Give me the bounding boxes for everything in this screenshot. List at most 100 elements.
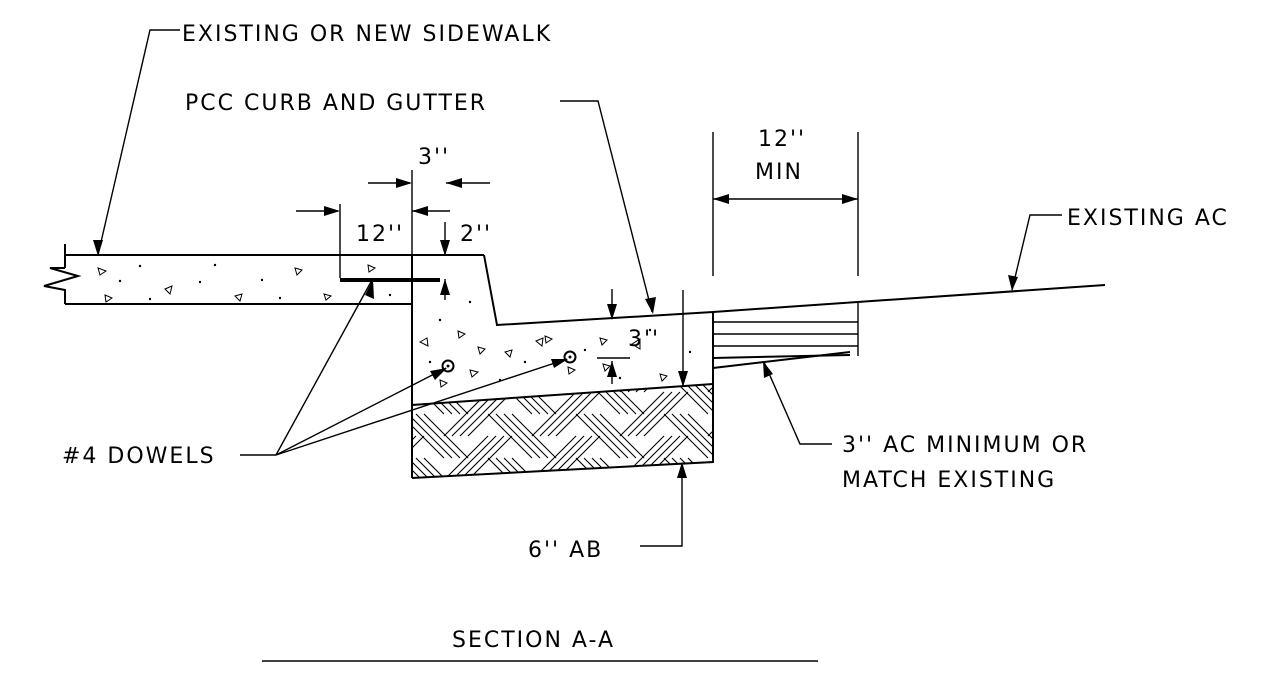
- base-hatch-line: [561, 435, 585, 459]
- base-hatch-line: [732, 458, 754, 480]
- base-hatch-line: [423, 413, 447, 437]
- base-hatch-line: [619, 457, 643, 478]
- base-hatch-line: [533, 435, 557, 459]
- base-hatch-line: [487, 413, 511, 437]
- base-hatch-line: [583, 384, 607, 393]
- base-hatch-line: [641, 435, 665, 459]
- base-hatch-line: [415, 413, 439, 437]
- base-hatch-line: [511, 413, 535, 437]
- base-hatch-line: [679, 384, 703, 393]
- base-hatch-line: [534, 480, 556, 502]
- base-hatch-line: [591, 413, 615, 437]
- base-hatch-line: [599, 457, 623, 478]
- base-hatch-line: [430, 480, 452, 502]
- base-hatch-line: [490, 480, 512, 502]
- base-hatch-line: [509, 435, 533, 459]
- base-hatch-line: [517, 435, 541, 459]
- base-hatch-line: [649, 391, 673, 415]
- base-hatch-line: [671, 413, 695, 437]
- base-hatch-line: [495, 413, 519, 437]
- base-hatch-line: [685, 435, 709, 459]
- existing-ac-label: EXISTING AC: [1067, 206, 1229, 231]
- base-hatch-line: [605, 435, 629, 459]
- base-hatch-line: [716, 370, 738, 392]
- section-title: SECTION A-A: [452, 628, 615, 653]
- sidewalk-slab: [43, 244, 484, 305]
- base-hatch-line: [663, 413, 687, 437]
- ac-minimum-label-line1: 3'' AC MINIMUM OR: [842, 433, 1088, 458]
- base-hatch-line: [577, 391, 601, 415]
- base-hatch-line: [570, 480, 592, 502]
- base-hatch-line: [553, 435, 577, 459]
- base-hatch-line: [649, 435, 673, 459]
- base-hatch-line: [569, 435, 593, 459]
- base-hatch-line: [482, 480, 504, 502]
- base-hatch-line: [605, 391, 629, 415]
- base-hatch-line: [481, 435, 505, 459]
- base-hatch-line: [412, 435, 417, 459]
- base-hatch-line: [459, 413, 483, 437]
- base-hatch-line: [613, 391, 637, 415]
- base-hatch-line: [687, 457, 711, 478]
- base-hatch-line: [525, 435, 549, 459]
- base-hatch-line: [687, 413, 711, 437]
- base-hatch-line: [701, 435, 713, 459]
- base-hatch-line: [635, 413, 659, 437]
- dim-3in-top-label: 3'': [418, 145, 450, 170]
- base-hatch-line: [685, 391, 709, 415]
- base-hatch-line: [386, 480, 408, 502]
- base-hatch-line: [378, 436, 400, 458]
- base-hatch-line: [619, 413, 643, 437]
- base-hatch-line: [467, 413, 491, 437]
- base-hatch-line: [575, 413, 599, 437]
- base-hatch-line: [415, 457, 439, 478]
- sidewalk-label: EXISTING OR NEW SIDEWALK: [182, 22, 552, 47]
- base-hatch-line: [671, 384, 695, 393]
- base-hatch-line: [378, 480, 400, 502]
- base-hatch-line: [386, 392, 408, 414]
- base-hatch-line: [412, 457, 431, 478]
- base-hatch-line: [598, 480, 620, 502]
- base-hatch-line: [614, 480, 636, 502]
- base-hatch-line: [707, 413, 713, 437]
- base-hatch-line: [577, 435, 601, 459]
- base-hatch-line: [423, 457, 447, 478]
- base-hatch-line: [732, 370, 754, 392]
- base-hatch-line: [641, 391, 665, 415]
- base-hatch-line: [421, 435, 445, 459]
- concrete-aggregate-pattern: [97, 263, 692, 388]
- base-hatch-line: [553, 391, 577, 415]
- base-hatch-line: [412, 413, 431, 437]
- base-hatch-line: [429, 435, 453, 459]
- base-hatch-line: [445, 435, 469, 459]
- base-hatch-line: [503, 413, 527, 437]
- base-hatch-line: [466, 480, 488, 502]
- base-hatch-line: [707, 384, 713, 393]
- base-hatch-line: [561, 391, 585, 415]
- base-hatch-line: [555, 384, 579, 393]
- dim-12in-label: 12'': [356, 222, 404, 247]
- base-hatch-line: [597, 435, 621, 459]
- base-hatch-line: [531, 384, 555, 393]
- base-hatch-line: [665, 435, 689, 459]
- base-hatch-line: [412, 435, 425, 459]
- ac-pavement: [712, 284, 1106, 369]
- base-hatch-line: [555, 413, 579, 437]
- base-hatch-line: [437, 435, 461, 459]
- base-hatch-line: [627, 413, 651, 437]
- base-hatch-line: [531, 413, 555, 437]
- base-hatch-line: [650, 480, 672, 502]
- base-hatch-line: [446, 480, 468, 502]
- base-hatch-line: [510, 480, 532, 502]
- dim-2in-label: 2'': [460, 222, 492, 247]
- base-hatch-line: [657, 391, 681, 415]
- dimension-lines: [296, 132, 859, 387]
- base-hatch-line: [716, 414, 738, 436]
- base-hatch-line: [386, 436, 408, 458]
- base-hatch-line: [686, 480, 708, 502]
- base-hatch-line: [724, 458, 746, 480]
- base-hatch-line: [642, 480, 664, 502]
- base-hatch-line: [663, 384, 687, 393]
- base-hatch-line: [465, 435, 489, 459]
